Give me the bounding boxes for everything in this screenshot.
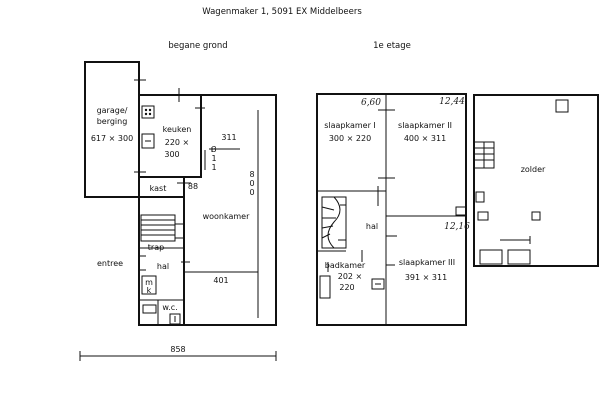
attic-unit-2 [507,249,531,265]
dim-311-label: 311 [221,133,236,142]
woonkamer-label: woonkamer [203,212,251,221]
garage-label: garage/ [97,106,128,115]
badkamer-label: badkamer [325,261,366,270]
meterkast-m: m [145,278,153,287]
zolder-label: zolder [521,165,546,174]
entree-label: entree [97,259,123,268]
stove-icon [141,105,155,119]
dim-800-vertical-3: 0 [249,188,254,197]
ground-floor-plan: garage/ berging 617 × 300 keuken 220 × 3… [79,61,277,361]
attic-window-2 [477,211,489,221]
sink-icon [141,133,155,149]
dim-401-label: 401 [213,276,228,285]
dim-311-vertical-1: 3 [211,145,216,154]
house-outline [138,94,277,326]
meterkast-box [141,275,157,295]
dim-311-vertical-3: 1 [211,163,216,172]
keuken-room [138,94,202,178]
berging-label: berging [97,117,128,126]
washbasin-icon [371,278,385,290]
handwritten-1216: 12,16 [444,222,470,232]
slaapkamer-2-label: slaapkamer II [398,121,452,130]
slaapkamer-2-dims: 400 × 311 [404,134,446,143]
zolder-room [473,94,599,267]
attic-window-3 [531,211,541,221]
dim-800-vertical-1: 8 [249,170,254,179]
badkamer-dims-1: 202 × [338,272,363,281]
attic-box-top [555,99,569,113]
meterkast-k: k [147,286,152,295]
handwritten-1244: 12,44 [439,97,465,107]
stairs-attic [473,141,495,169]
attic-unit-1 [479,249,503,265]
first-floor-shaft [455,206,467,216]
stairs-ground [140,214,185,242]
first-floor-plan: 6,60 12,44 12,16 slaapkamer I 300 × 220 … [316,93,470,326]
garage-dims: 617 × 300 [91,134,133,143]
hal-label: hal [157,262,169,271]
dim-88-label: 88 [188,182,198,191]
hal-first-label: hal [366,222,378,231]
keuken-dims-2: 300 [164,150,179,159]
garage-room [84,61,140,198]
ground-floor-title: begane grond [168,41,227,51]
handwritten-660: 6,60 [361,98,381,108]
address-title: Wagenmaker 1, 5091 EX Middelbeers [202,7,362,17]
slaapkamer-1-label: slaapkamer I [324,121,376,130]
trap-label: trap [148,243,164,252]
wc-label: w.c. [162,303,177,312]
attic-plan: zolder [473,94,599,267]
kast-label: kast [150,184,167,193]
bath-icon [319,275,331,299]
attic-window-1 [475,191,485,203]
dim-311-vertical-2: 1 [211,154,216,163]
toilet-icon [169,313,181,325]
stairs-first [321,196,347,249]
keuken-label: keuken [163,125,192,134]
dim-800-vertical-2: 0 [249,179,254,188]
slaapkamer-3-dims: 391 × 311 [405,273,447,282]
slaapkamer-1-dims: 300 × 220 [329,134,371,143]
keuken-dims-1: 220 × [165,138,190,147]
badkamer-dims-2: 220 [339,283,354,292]
first-floor-title: 1e etage [373,41,411,51]
dim-858-label: 858 [170,345,185,354]
slaapkamer-3-label: slaapkamer III [399,258,455,267]
